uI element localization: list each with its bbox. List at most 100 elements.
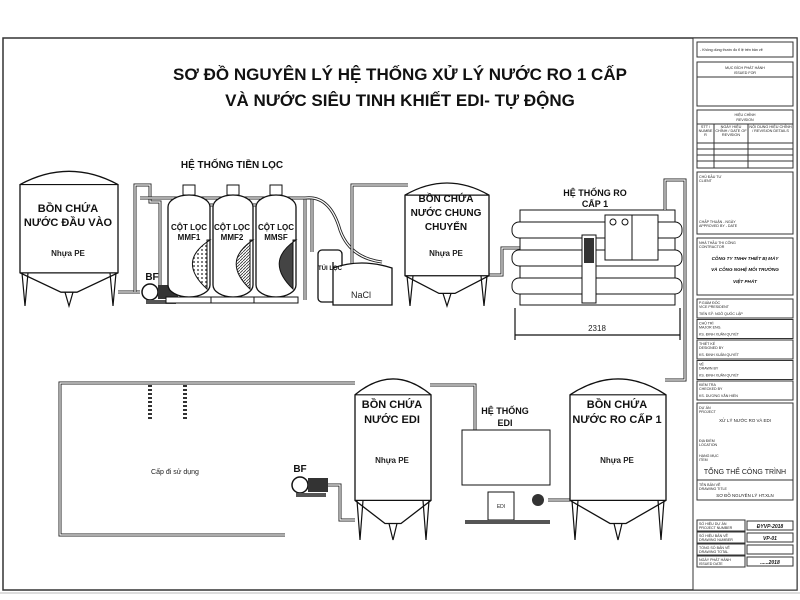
inlet-tank-brand: Nhựa PE <box>51 249 85 258</box>
tb-note: - Không dùng thước đo tỉ lệ trên bản vẽ <box>700 48 763 52</box>
tb-project: DỰ ÁN <box>699 406 711 410</box>
filter-mmf2-base <box>210 296 256 304</box>
edi-tank-leg <box>356 500 364 541</box>
edi-tank-leg <box>422 500 430 541</box>
transfer-tank-label-2: NƯỚC CHUNG <box>411 206 482 219</box>
filter-mmf1-valve-head <box>182 184 196 196</box>
inlet-tank-leg <box>64 292 74 309</box>
edi-system-label-1: HỆ THỐNG <box>481 405 529 416</box>
code-label-box <box>696 555 746 568</box>
role-name: KS. ĐINH XUÂN QUYẾT <box>699 373 740 378</box>
tb-location-sub: LOCATION <box>699 443 718 447</box>
pressure-gauge <box>609 218 617 226</box>
role-sub: DESIGNED BY <box>699 346 724 350</box>
inlet-tank <box>19 170 119 293</box>
ro-tank-leg <box>613 523 623 541</box>
role-title: KIỂM TRA <box>699 382 717 387</box>
filter-3-label-1: CỘT LỌC <box>258 223 294 232</box>
edi-tank-label-2: NƯỚC EDI <box>364 413 420 426</box>
pipe-inner <box>664 179 686 381</box>
pipe-inner <box>430 384 476 430</box>
filter-1-label-2: MMF1 <box>178 233 201 242</box>
pipe-inner <box>59 382 355 536</box>
tb-approved-sub: APPROVED BY - DATE <box>699 224 738 228</box>
role-box <box>696 319 794 339</box>
code-label: SỐ HIỆU DỰ ÁN <box>699 521 727 526</box>
title-block: - Không dùng thước đo tỉ lệ trên bản vẽ … <box>692 37 798 591</box>
dimension-line <box>514 308 681 340</box>
salt-tank-label: NaCl <box>351 290 371 300</box>
tb-revision-sub: REVISION <box>736 118 754 122</box>
ro-membrane-3 <box>511 277 683 295</box>
tb-client-sub: CLIENT <box>699 179 713 183</box>
ro-tank-brand: Nhựa PE <box>600 456 634 465</box>
code-label: SỐ HIỆU BẢN VẼ <box>699 533 729 538</box>
code-value-box <box>746 520 794 531</box>
code-label-box <box>696 519 746 532</box>
inlet-tank-label-2: NƯỚC ĐẦU VÀO <box>24 216 113 229</box>
transfer-tank-label-3: CHUYỂN <box>425 220 467 233</box>
bf-pump-2-motor <box>308 478 328 492</box>
tb-rev-col-1: STT / NUMBER <box>698 124 713 138</box>
code-label: TỔNG SỐ BẢN VẼ <box>699 545 730 550</box>
edi-pump <box>532 494 544 506</box>
tb-company-3: VIỆT PHÁT <box>733 277 758 284</box>
tb-drawing-title-sub: DRAWING TITLE <box>699 487 728 491</box>
code-label-box <box>696 531 746 544</box>
filter-mmsf-media <box>278 239 298 291</box>
tb-company-2: VÀ CÔNG NGHỆ MÔI TRƯỜNG <box>711 265 779 272</box>
code-sub: DRAWING NUMBER <box>699 538 733 542</box>
transfer-tank-label-1: BỒN CHỨA <box>419 192 474 205</box>
role-title: THIẾT KẾ <box>699 341 716 346</box>
tb-contractor-sub: CONTRACTOR <box>699 245 725 249</box>
edi-base <box>465 520 550 524</box>
bf-pump-2-volute <box>291 476 309 494</box>
bf-pump-base <box>146 300 176 304</box>
tb-revision: HIỆU CHỈNH <box>735 112 756 117</box>
ro-tank-leg <box>657 500 665 541</box>
tb-issue-sub: ISSUED FOR <box>734 71 756 75</box>
pipe-inner <box>304 197 383 263</box>
inlet-tank-label-1: BỒN CHỨA <box>38 202 99 215</box>
role-sub: VICE PRESIDENT <box>699 305 730 309</box>
dimension-label: 2318 <box>588 324 606 333</box>
salt-tank <box>332 262 393 306</box>
transfer-tank-brand: Nhựa PE <box>429 249 463 258</box>
code-value: ĐYVP-2018 <box>757 524 784 530</box>
edi-panel <box>461 429 551 486</box>
edi-tank <box>354 378 432 525</box>
filter-mmf2-media <box>235 239 255 291</box>
bf-pump-2-base <box>296 493 326 497</box>
bf-pump-volute <box>141 283 159 301</box>
tb-rev-col-2: NGÀY HIỆU CHỈNH / DATE OF REVISION <box>715 124 747 138</box>
ro-tank-leg <box>571 500 579 541</box>
role-box <box>696 360 794 380</box>
edi-tank-label-1: BỒN CHỨA <box>362 398 423 411</box>
supply-label: Cấp đi sử dụng <box>151 467 199 476</box>
edi-tank-brand: Nhựa PE <box>375 456 409 465</box>
pretreatment-label: HỆ THỐNG TIỀN LỌC <box>181 157 283 171</box>
tb-project-sub: PROJECT <box>699 410 717 414</box>
code-label: NGÀY PHÁT HÀNH <box>699 558 731 562</box>
role-name: TIẾN SỸ: NGÔ QUỐC LẬP <box>699 311 743 316</box>
bag-filter-label: TÚI LỌC <box>318 265 343 272</box>
filter-mmsf-base <box>253 296 299 304</box>
filter-mmf1-media <box>191 239 212 291</box>
code-sub: ISSUED DATE <box>699 562 723 566</box>
filter-mmf2-valve-head <box>226 184 240 196</box>
code-value-box <box>746 544 794 555</box>
role-box <box>696 298 794 319</box>
tb-item-sub: ITEM <box>699 458 708 462</box>
transfer-tank-leg <box>406 275 414 307</box>
tb-contractor: NHÀ THẦU THI CÔNG <box>699 240 736 245</box>
ro-pump-motor <box>584 238 594 263</box>
role-name: KS. ĐINH XUÂN QUYẾT <box>699 352 740 357</box>
pipe-inner <box>320 484 355 521</box>
role-box <box>696 380 794 401</box>
code-sub: PROJECT NUMBER <box>699 526 733 530</box>
code-value: ......2018 <box>760 560 780 566</box>
filter-2-label-2: MMF2 <box>221 233 244 242</box>
tb-item-name: TỔNG THỂ CÔNG TRÌNH <box>704 467 786 476</box>
role-title: CHỦ TRÌ <box>699 321 714 326</box>
